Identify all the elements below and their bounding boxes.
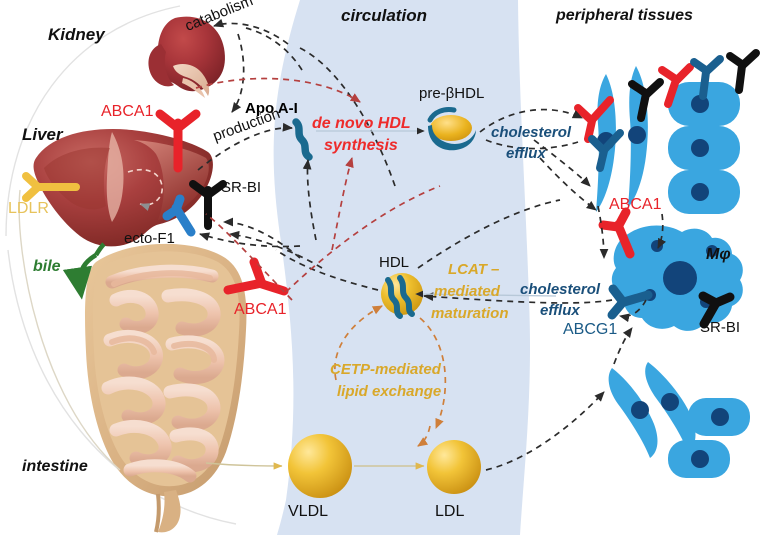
apoai-particle xyxy=(292,118,313,161)
ectof1-receptor xyxy=(162,194,196,237)
efflux-mid-line2: efflux xyxy=(540,302,580,319)
peripheral-tissues-title: peripheral tissues xyxy=(556,7,693,24)
arrow-efflux-to-prebeta xyxy=(485,139,579,150)
macrophage-illustration xyxy=(611,225,743,331)
ldlr-receptor xyxy=(22,172,80,202)
arrow-ldl-to-cells xyxy=(485,391,605,471)
srbi-macrophage-receptor xyxy=(698,291,735,329)
abcg1-peripheral-receptor-2 xyxy=(690,55,724,100)
efflux-top-line2: efflux xyxy=(506,145,546,162)
lcat-line2: mediated xyxy=(434,283,500,300)
arrow-macrophage-efflux-hdl xyxy=(422,292,613,304)
macrophage-label: Mφ xyxy=(706,246,731,263)
arrow-catabolism-curve2 xyxy=(245,27,303,71)
abca1-liver-receptor xyxy=(155,109,201,173)
arrow-hdl-liver-long xyxy=(275,249,379,291)
abca1-macrophage-receptor xyxy=(598,207,635,259)
bile-arrow-stem xyxy=(94,242,106,257)
ectof1-label: ecto-F1 xyxy=(124,230,175,247)
arrow-ldlr-feed xyxy=(18,189,121,471)
srbi-liver-label: SR-BI xyxy=(221,179,262,196)
kidney-label: Kidney xyxy=(48,25,105,44)
abcg1-peripheral-receptor xyxy=(588,129,624,172)
arrow-intestine-to-vldl xyxy=(205,462,283,470)
abca1-liver-label: ABCA1 xyxy=(101,103,154,120)
arrow-red-intestine-to-circ xyxy=(285,185,441,293)
peripheral-cells-bottom xyxy=(608,362,750,478)
prebeta-hdl-label: pre-βHDL xyxy=(419,85,485,102)
srbi-peripheral-receptor xyxy=(628,78,664,122)
arrow-abcg1-curve xyxy=(618,299,647,323)
arrow-cetp-from-hdl xyxy=(419,317,447,429)
arrow-hdl-sweep xyxy=(417,199,561,269)
de-novo-hdl-line2: synthesis xyxy=(324,137,398,154)
arrow-prebeta-to-efflux xyxy=(479,108,583,133)
arrow-hdl-to-srbi-2 xyxy=(228,230,323,269)
arrow-abca1-down xyxy=(597,205,609,260)
bile-label: bile xyxy=(33,258,61,275)
abca1-intestine-label: ABCA1 xyxy=(234,301,287,318)
ldl-label: LDL xyxy=(435,503,465,520)
ldlr-label: LDLR xyxy=(8,200,49,217)
arrow-red-long xyxy=(205,213,293,301)
abca1-intestine-receptor xyxy=(223,257,289,296)
arrow-efflux-abca1-top xyxy=(533,139,591,187)
circulation-title: circulation xyxy=(341,6,427,25)
body-outline-left xyxy=(5,5,181,237)
arrow-kidney-down xyxy=(231,33,245,113)
arrow-cetp-to-hdl xyxy=(334,305,383,381)
arrow-efflux-abca1-top2 xyxy=(539,157,597,211)
vldl-label: VLDL xyxy=(288,503,329,520)
arrow-red-kidney-to-denovo xyxy=(195,77,361,103)
srbi-peripheral-receptor-2 xyxy=(726,49,760,94)
arrow-catabolism-to-kidney xyxy=(213,18,289,45)
arrow-hdl-to-kidney xyxy=(299,47,396,187)
srbi-macrophage-label: SR-BI xyxy=(700,319,741,336)
efflux-mid-line1: cholesterol xyxy=(520,281,601,298)
efflux-top-line1: cholesterol xyxy=(491,124,572,141)
bile-arrow xyxy=(62,253,98,300)
arrow-efflux-to-lcat xyxy=(415,290,557,298)
apoai-label: Apo A-I xyxy=(245,100,298,117)
lcat-line3: maturation xyxy=(431,305,509,322)
intestine-illustration xyxy=(85,243,247,533)
lcat-line1: LCAT – xyxy=(448,261,500,278)
arrow-hdl-to-srbi xyxy=(222,217,301,259)
liver-label: Liver xyxy=(22,125,63,144)
intestine-label: intestine xyxy=(22,458,88,475)
arrow-hdl-to-ectof1 xyxy=(199,232,301,248)
de-novo-hdl-line1: de novo HDL xyxy=(312,115,411,132)
abcg1-macrophage-receptor xyxy=(607,284,653,320)
arrow-cetp-to-ldl xyxy=(417,425,431,447)
cetp-line1: CETP-mediated xyxy=(330,361,441,378)
kidney-illustration xyxy=(148,16,225,98)
peripheral-cells-top-right xyxy=(668,82,740,214)
srbi-liver-receptor xyxy=(189,180,227,230)
abcg1-label: ABCG1 xyxy=(563,321,618,338)
ldl-particle xyxy=(427,440,481,494)
hdl-particle xyxy=(381,273,423,319)
vldl-particle xyxy=(288,434,352,498)
abca1-peripheral-receptor-2 xyxy=(658,63,694,108)
arrow-cells-to-macrophage xyxy=(657,213,667,249)
arrow-red-denovo-feed xyxy=(331,157,354,251)
body-outline-left2 xyxy=(7,249,237,525)
cetp-line2: lipid exchange xyxy=(337,383,442,400)
arrow-production xyxy=(197,122,294,171)
abca1-macrophage-label: ABCA1 xyxy=(609,196,662,213)
prebeta-hdl-particle xyxy=(427,107,476,151)
arrow-apoai-feed xyxy=(302,158,317,241)
arrow-bottomcells-to-srbi xyxy=(613,327,633,365)
hdl-label: HDL xyxy=(379,254,410,271)
